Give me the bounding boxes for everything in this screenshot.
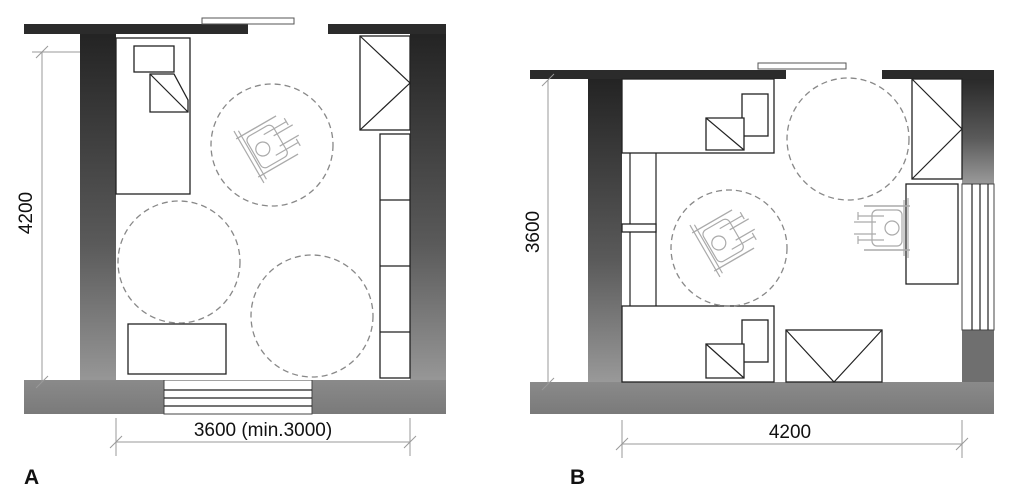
panel-a-desk — [127, 323, 227, 375]
panel-a-height-dimension: 4200 — [16, 45, 80, 389]
panel-b-desk — [905, 183, 959, 285]
panel-b-wardrobe-bottom — [785, 329, 883, 383]
panel-a-door-opening — [163, 379, 313, 415]
panel-b-right-wall-lower — [962, 330, 994, 386]
panel-b-right-wall-upper — [962, 70, 994, 184]
panel-a-top-door-leaf — [201, 17, 295, 25]
panel-a-left-wall — [80, 28, 116, 388]
panel-a-right-wall — [410, 28, 446, 388]
panel-b-width-label: 4200 — [769, 422, 811, 443]
panel-a-wardrobe — [359, 35, 411, 131]
panel-a-turning-circle-right — [250, 254, 374, 378]
panel-a-height-label: 4200 — [16, 192, 37, 234]
panel-b-turning-circle-top — [786, 77, 910, 201]
panel-b-width-dimension: 4200 — [615, 420, 969, 458]
panel-a-turning-circle-left — [117, 200, 241, 324]
panel-b-turning-circle-wheelchair — [670, 189, 788, 307]
panel-b: 3600 4200 B — [523, 62, 995, 489]
panel-a-turning-circle-wheelchair — [210, 83, 334, 207]
panel-b-bottom-wall — [530, 382, 994, 414]
panel-b-left-wall — [588, 74, 622, 384]
panel-b-top-wall-right — [882, 70, 994, 79]
panel-b-wardrobe-top — [911, 78, 963, 180]
panel-b-top-door-leaf — [757, 62, 847, 70]
panel-b-right-door-opening — [961, 183, 995, 331]
panel-b-height-label: 3600 — [523, 211, 544, 253]
panel-a-top-wall-right — [328, 24, 446, 34]
panel-b-top-wall-left — [530, 70, 786, 79]
panel-a-top-wall-left — [24, 24, 248, 34]
panel-b-height-dimension: 3600 — [523, 73, 555, 391]
panel-a-width-dimension: 3600 (min.3000) — [109, 418, 417, 456]
panel-a-shelving — [379, 133, 411, 379]
panel-a: 4200 3600 (min.3000) A — [16, 17, 446, 489]
panel-a-width-label: 3600 (min.3000) — [194, 420, 332, 441]
panel-a-label: A — [24, 466, 39, 489]
panel-b-label: B — [570, 466, 585, 489]
